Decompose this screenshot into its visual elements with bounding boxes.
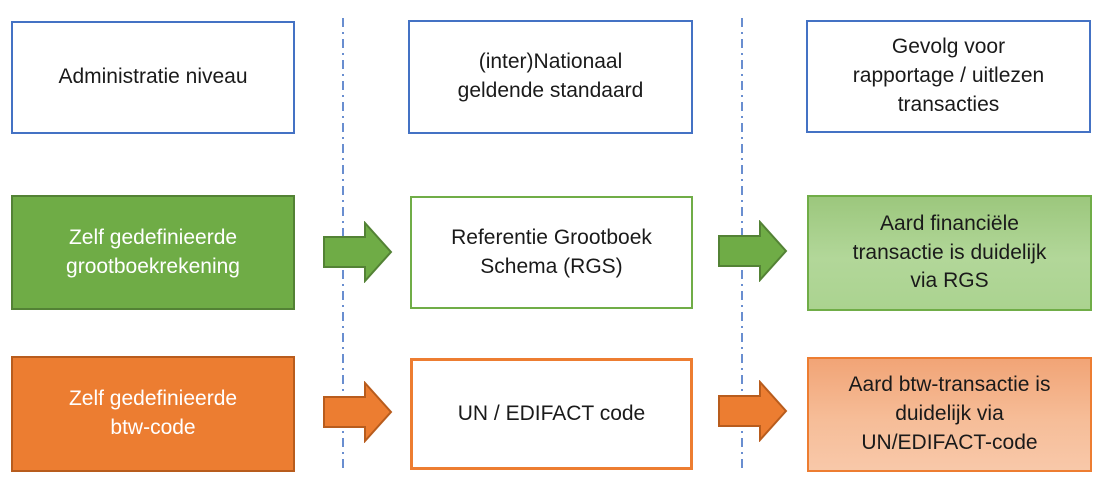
source-box-btw-code: Zelf gedefinieerde btw-code <box>11 356 295 472</box>
right-arrow-icon-rgs-to-result <box>718 220 788 282</box>
standard-box-un-edifact: UN / EDIFACT code <box>410 358 693 470</box>
header-box-gevolg-rapportage: Gevolg voor rapportage / uitlezen transa… <box>806 20 1091 133</box>
standard-box-rgs: Referentie Grootboek Schema (RGS) <box>410 196 693 309</box>
header-box-internationaal-standaard: (inter)Nationaal geldende standaard <box>408 20 693 134</box>
result-box-rgs: Aard financiële transactie is duidelijk … <box>807 195 1092 311</box>
source-box-grootboekrekening: Zelf gedefinieerde grootboekrekening <box>11 195 295 310</box>
right-arrow-icon-btw-to-edifact <box>323 381 393 443</box>
right-arrow-icon-grootboek-to-rgs <box>323 221 393 283</box>
header-box-administratie-niveau: Administratie niveau <box>11 21 295 134</box>
result-box-un-edifact: Aard btw-transactie is duidelijk via UN/… <box>807 357 1092 472</box>
right-arrow-icon-edifact-to-result <box>718 380 788 442</box>
